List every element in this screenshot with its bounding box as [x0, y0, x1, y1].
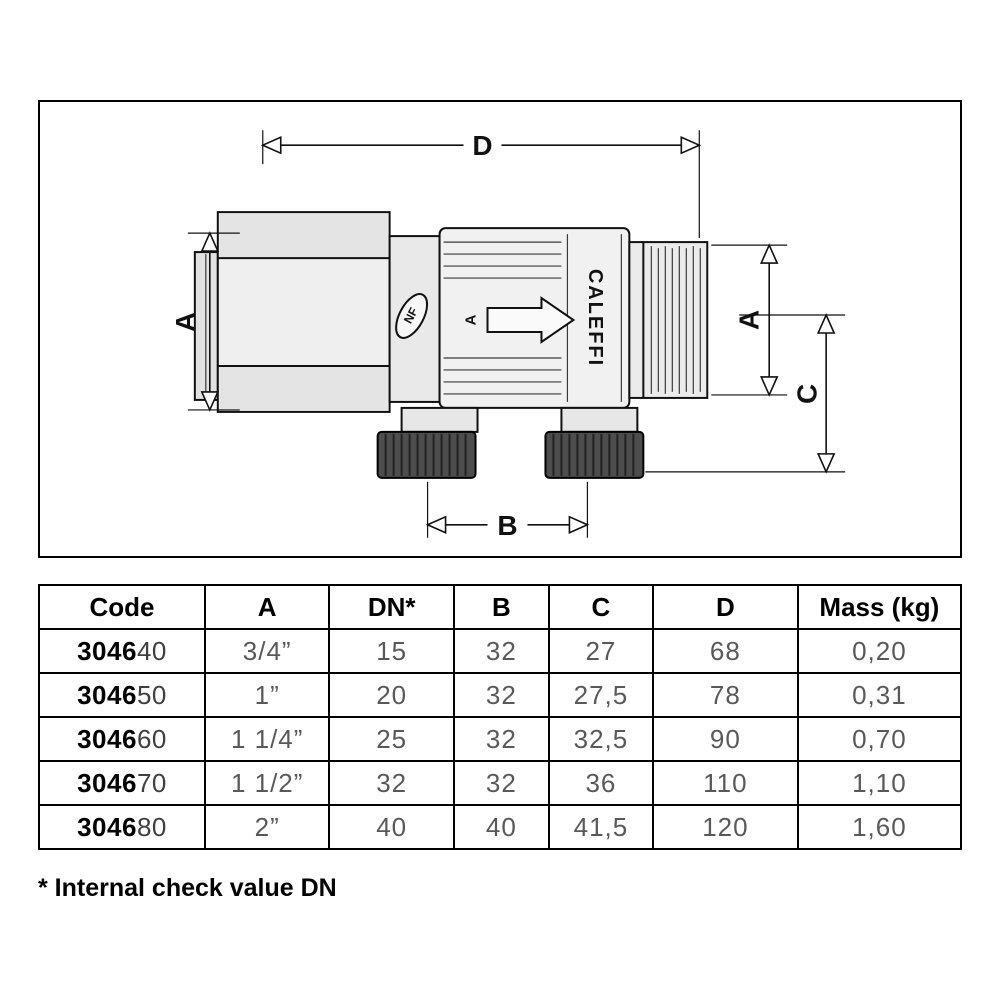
arrow-a-left-top	[200, 231, 220, 252]
brand-label: CALEFFI	[584, 269, 606, 367]
dimension-c: C	[645, 313, 846, 474]
dim-label-a-right: A	[734, 310, 765, 330]
code-prefix: 3046	[77, 811, 137, 842]
code-prefix: 3046	[77, 767, 137, 798]
dim-label-b: B	[497, 510, 517, 541]
cell-b: 32	[452, 716, 550, 762]
cell-d: 120	[652, 804, 799, 850]
cell-b: 32	[452, 672, 550, 718]
table-header-row: Code A DN* B C D Mass (kg)	[38, 584, 963, 630]
dimension-a-right: A	[711, 243, 788, 397]
footnote: * Internal check value DN	[38, 874, 337, 902]
cell-c: 27,5	[547, 672, 655, 718]
thread-lines	[650, 246, 701, 394]
male-thread-end	[628, 241, 709, 399]
code-suffix: 40	[136, 635, 167, 666]
cell-dn: 25	[328, 716, 455, 762]
col-header-d: D	[652, 584, 799, 630]
table-row: 304640 3/4” 15 32 27 68 0,20	[38, 628, 963, 674]
col-header-code: Code	[38, 584, 206, 630]
flow-direction-arrow	[486, 296, 576, 344]
code-suffix: 80	[136, 811, 167, 842]
cell-mass: 1,10	[796, 760, 963, 806]
arrow-a-left-bottom	[200, 391, 220, 412]
bottom-stub-right	[560, 406, 639, 433]
col-header-a: A	[203, 584, 331, 630]
dim-label-d: D	[472, 130, 492, 161]
cell-d: 78	[652, 672, 799, 718]
code-prefix: 3046	[77, 635, 137, 666]
arrow-b-right	[568, 515, 590, 535]
nut-chamfer-top	[219, 214, 388, 259]
cell-mass: 0,31	[796, 672, 963, 718]
cell-a: 1 1/4”	[203, 716, 331, 762]
cell-c: 41,5	[547, 804, 655, 850]
table-row: 304660 1 1/4” 25 32 32,5 90 0,70	[38, 716, 963, 762]
cell-c: 27	[547, 628, 655, 674]
cell-d: 68	[652, 628, 799, 674]
cell-code: 304680	[38, 804, 206, 850]
code-suffix: 50	[136, 679, 167, 710]
cell-a: 2”	[203, 804, 331, 850]
dimension-a-left: A	[170, 231, 240, 412]
dimensions-table: Code A DN* B C D Mass (kg) 304640 3/4” 1…	[38, 584, 963, 850]
nf-certification-label: NF	[401, 305, 421, 326]
flow-port-label: A	[462, 314, 479, 325]
nf-certification-oval	[395, 293, 429, 339]
dimension-b: B	[425, 481, 590, 541]
col-header-mass: Mass (kg)	[796, 584, 963, 630]
table-row: 304650 1” 20 32 27,5 78 0,31	[38, 672, 963, 718]
cell-mass: 0,20	[796, 628, 963, 674]
arrow-d-left	[260, 135, 282, 155]
col-header-dn: DN*	[328, 584, 455, 630]
dim-label-a-left: A	[170, 312, 201, 332]
arrow-d-right	[680, 135, 702, 155]
cell-code: 304670	[38, 760, 206, 806]
cell-dn: 40	[328, 804, 455, 850]
valve-technical-drawing: A NF CALEFFI	[170, 130, 846, 541]
arrow-c-bottom	[816, 453, 836, 474]
cell-b: 40	[452, 804, 550, 850]
code-prefix: 3046	[77, 679, 137, 710]
table-row: 304670 1 1/2” 32 32 36 110 1,10	[38, 760, 963, 806]
cell-c: 36	[547, 760, 655, 806]
cell-a: 1”	[203, 672, 331, 718]
arrow-a-right-top	[759, 243, 779, 264]
cell-d: 110	[652, 760, 799, 806]
table-row: 304680 2” 40 40 41,5 120 1,60	[38, 804, 963, 850]
arrow-b-left	[425, 515, 447, 535]
cell-mass: 1,60	[796, 804, 963, 850]
cell-code: 304640	[38, 628, 206, 674]
col-header-b: B	[452, 584, 550, 630]
technical-drawing-panel: A NF CALEFFI	[38, 100, 962, 558]
cell-code: 304660	[38, 716, 206, 762]
cell-dn: 32	[328, 760, 455, 806]
dimension-d: D	[260, 130, 702, 239]
cell-dn: 20	[328, 672, 455, 718]
arrow-a-right-bottom	[759, 376, 779, 397]
cell-d: 90	[652, 716, 799, 762]
cell-b: 32	[452, 628, 550, 674]
cell-dn: 15	[328, 628, 455, 674]
cell-b: 32	[452, 760, 550, 806]
cell-a: 1 1/2”	[203, 760, 331, 806]
col-header-c: C	[547, 584, 655, 630]
dim-label-c: C	[792, 384, 823, 404]
code-prefix: 3046	[77, 723, 137, 754]
cell-code: 304650	[38, 672, 206, 718]
arrow-c-top	[816, 313, 836, 334]
code-suffix: 60	[136, 723, 167, 754]
nut-chamfer-bottom	[219, 365, 388, 410]
cell-a: 3/4”	[203, 628, 331, 674]
cell-mass: 0,70	[796, 716, 963, 762]
bottom-stub-left	[400, 406, 479, 433]
valve-body-group: A NF CALEFFI	[193, 211, 709, 479]
knurl-lines	[384, 433, 635, 476]
code-suffix: 70	[136, 767, 167, 798]
cell-c: 32,5	[547, 716, 655, 762]
